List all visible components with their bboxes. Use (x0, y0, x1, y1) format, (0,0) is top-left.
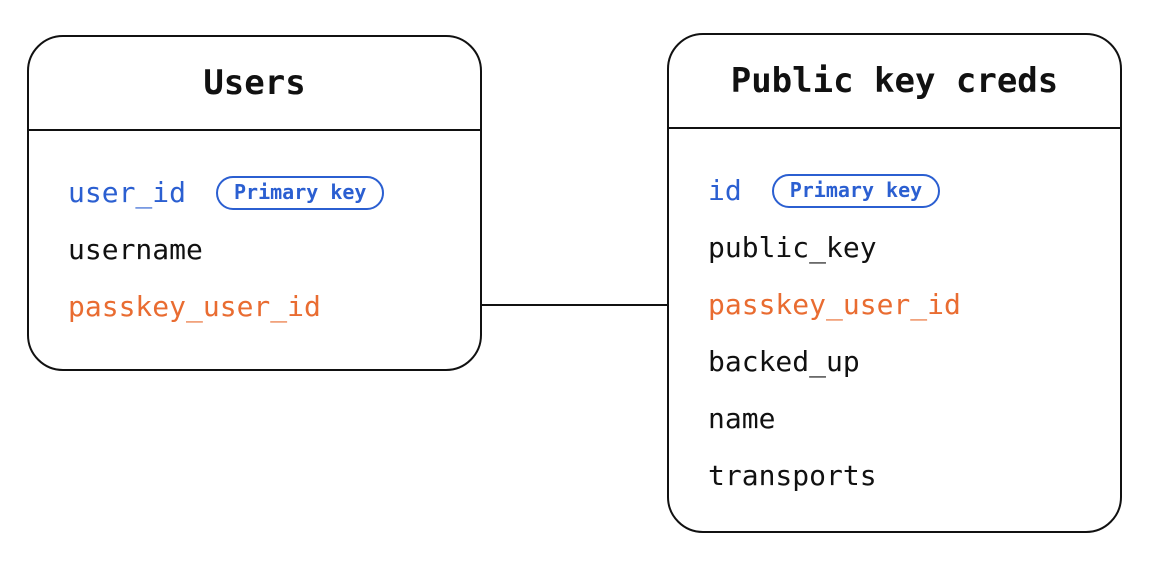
table-public-key-creds: Public key creds id Primary key public_k… (667, 33, 1122, 533)
table-users-header: Users (29, 37, 480, 131)
table-public-key-creds-title: Public key creds (730, 61, 1059, 101)
column-row-transports: transports (708, 447, 1120, 504)
table-users: Users user_id Primary key username passk… (27, 35, 482, 371)
column-row-backed-up: backed_up (708, 333, 1120, 390)
column-row-passkey-user-id: passkey_user_id (708, 276, 1120, 333)
column-row-user-id: user_id Primary key (68, 164, 480, 221)
primary-key-badge: Primary key (216, 175, 385, 210)
column-row-id: id Primary key (708, 162, 1120, 219)
column-name-backed-up: backed_up (708, 345, 860, 378)
column-name-user-id: user_id (68, 176, 187, 209)
column-name-username: username (68, 233, 203, 266)
table-public-key-creds-header: Public key creds (669, 35, 1120, 129)
column-name-name: name (708, 402, 776, 435)
column-row-passkey-user-id: passkey_user_id (68, 278, 480, 335)
primary-key-badge: Primary key (771, 173, 941, 208)
column-name-public-key: public_key (708, 231, 877, 264)
column-row-username: username (68, 221, 480, 278)
column-row-public-key: public_key (708, 219, 1120, 276)
column-row-name: name (708, 390, 1120, 447)
table-users-columns: user_id Primary key username passkey_use… (29, 131, 480, 335)
column-name-passkey-user-id: passkey_user_id (708, 288, 961, 321)
table-public-key-creds-columns: id Primary key public_key passkey_user_i… (669, 129, 1120, 504)
table-users-title: Users (203, 63, 306, 103)
column-name-transports: transports (708, 459, 877, 492)
relationship-line-passkey-user-id (480, 304, 668, 306)
column-name-id: id (708, 174, 742, 207)
column-name-passkey-user-id: passkey_user_id (68, 290, 321, 323)
